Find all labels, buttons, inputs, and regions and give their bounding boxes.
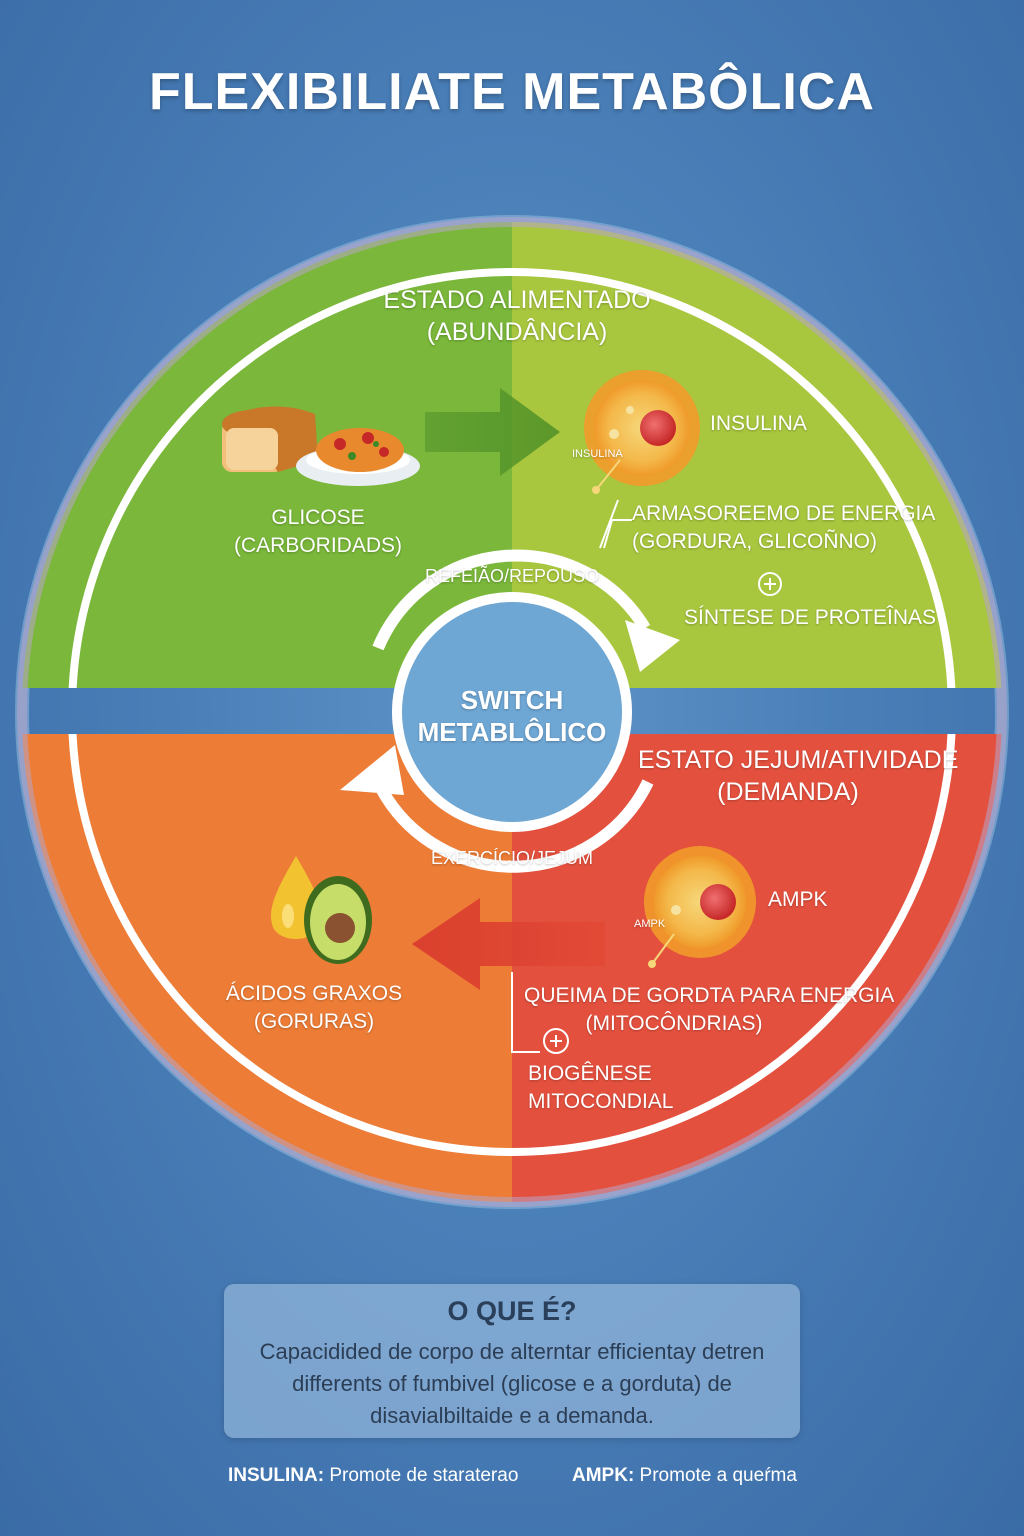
fed-state-title: ESTADO ALIMENTADO (ABUNDÂNCIA) xyxy=(382,284,652,348)
info-body-line3: disavialbiltaide e a demanda. xyxy=(370,1403,654,1428)
fed-effect-storage-line2: (GORDURA, GLICOÑNO) xyxy=(632,530,878,553)
fast-fuel-line1: ÁCIDOS GRAXOS xyxy=(225,982,403,1005)
legend-insulina-key: INSULINA: xyxy=(228,1465,325,1486)
pasta-plate-icon xyxy=(296,428,420,486)
fast-fuel-label: ÁCIDOS GRAXOS (GORURAS) xyxy=(224,980,404,1036)
fed-state-title-line2: (ABUNDÂNCIA) xyxy=(426,318,608,346)
fast-effect-biogenesis-line1: BIOGÊNESE xyxy=(528,1062,652,1085)
cycle-bottom-label: EXERCÍCIO/JEJUM xyxy=(430,848,594,868)
cycle-top-label: REFEIÃO/REPOUSO xyxy=(424,566,600,586)
fed-state-title-line1: ESTADO ALIMENTADO xyxy=(383,286,651,314)
fast-effect-biogenesis-line2: MITOCONDIAL xyxy=(528,1090,674,1113)
switch-label-line1: SWITCH xyxy=(460,685,564,715)
plus-icon xyxy=(758,572,782,596)
fast-effect-burn-line2: (MITOCÔNDRIAS) xyxy=(585,1012,763,1035)
info-body-line2: differents of fumbivel (glicose e a gord… xyxy=(292,1371,732,1396)
fed-fuel-label: GLICOSE (CARBORIDADS) xyxy=(228,504,408,560)
cell-icon xyxy=(644,846,756,968)
fast-state-title: ESTATO JEJUM/ATIVIDADE (DEMANDA) xyxy=(638,744,959,808)
legend-ampk-text: Promote a queŕma xyxy=(634,1465,797,1486)
fed-effect-protein: SÍNTESE DE PROTEÎNAS xyxy=(684,606,937,629)
switch-label-line2: METABLÔLICO xyxy=(417,717,607,747)
fasting-half xyxy=(22,734,1002,1202)
info-box: O QUE É? Capacidided de corpo de alternt… xyxy=(224,1284,800,1438)
fast-hormone-label: AMPK xyxy=(768,888,828,911)
info-heading: O QUE É? xyxy=(447,1296,577,1326)
info-body-line1: Capacidided de corpo de alterntar effici… xyxy=(259,1339,765,1364)
legend-insulina-text: Promote de starаterao xyxy=(324,1465,519,1486)
fast-effect-biogenesis: BIOGÊNESE MITOCONDIAL xyxy=(528,1060,673,1116)
legend-ampk: AMPK: Promote a queŕma xyxy=(572,1465,797,1487)
switch-label: SWITCH METABLÔLICO xyxy=(412,684,612,748)
fast-state-title-line2: (DEMANDA) xyxy=(717,778,859,806)
fed-hormone-label: INSULINA xyxy=(710,412,807,435)
legend-ampk-key: AMPK: xyxy=(572,1465,635,1486)
fed-fuel-line2: (CARBORIDADS) xyxy=(233,534,402,557)
info-body: Capacidided de corpo de alterntar effici… xyxy=(244,1336,780,1432)
page-title: FLEXIBILIATE METABÔLICA xyxy=(149,63,875,121)
arrow-left-icon xyxy=(412,898,605,990)
center-switch-circle xyxy=(402,602,622,822)
bread-icon xyxy=(222,406,318,472)
arrow-right-icon xyxy=(425,388,560,476)
cycle-arrow-icon xyxy=(340,549,680,873)
fast-effect-burn: QUEIMA DE GORDTA PARA ENERGIA (MITOCÔNDR… xyxy=(524,982,895,1038)
fed-cell-tag: INSULINA xyxy=(572,448,623,460)
fast-effect-burn-line1: QUEIMA DE GORDTA PARA ENERGIA xyxy=(524,984,895,1007)
cell-icon xyxy=(584,370,700,494)
avocado-icon xyxy=(304,876,372,964)
fast-state-title-line1: ESTATO JEJUM/ATIVIDADE xyxy=(638,746,959,774)
fed-fuel-line1: GLICOSE xyxy=(271,506,365,529)
fast-fuel-line2: (GORURAS) xyxy=(253,1010,375,1033)
legend-insulina: INSULINA: Promote de starаterao xyxy=(228,1465,518,1487)
plus-icon xyxy=(543,1028,569,1054)
fed-effect-storage-line1: ARMASOREEMO DE ENERGIA xyxy=(632,502,936,525)
fast-cell-tag: AMPK xyxy=(634,918,666,930)
fed-effect-storage: ARMASOREEMO DE ENERGIA (GORDURA, GLICOÑN… xyxy=(632,500,936,556)
